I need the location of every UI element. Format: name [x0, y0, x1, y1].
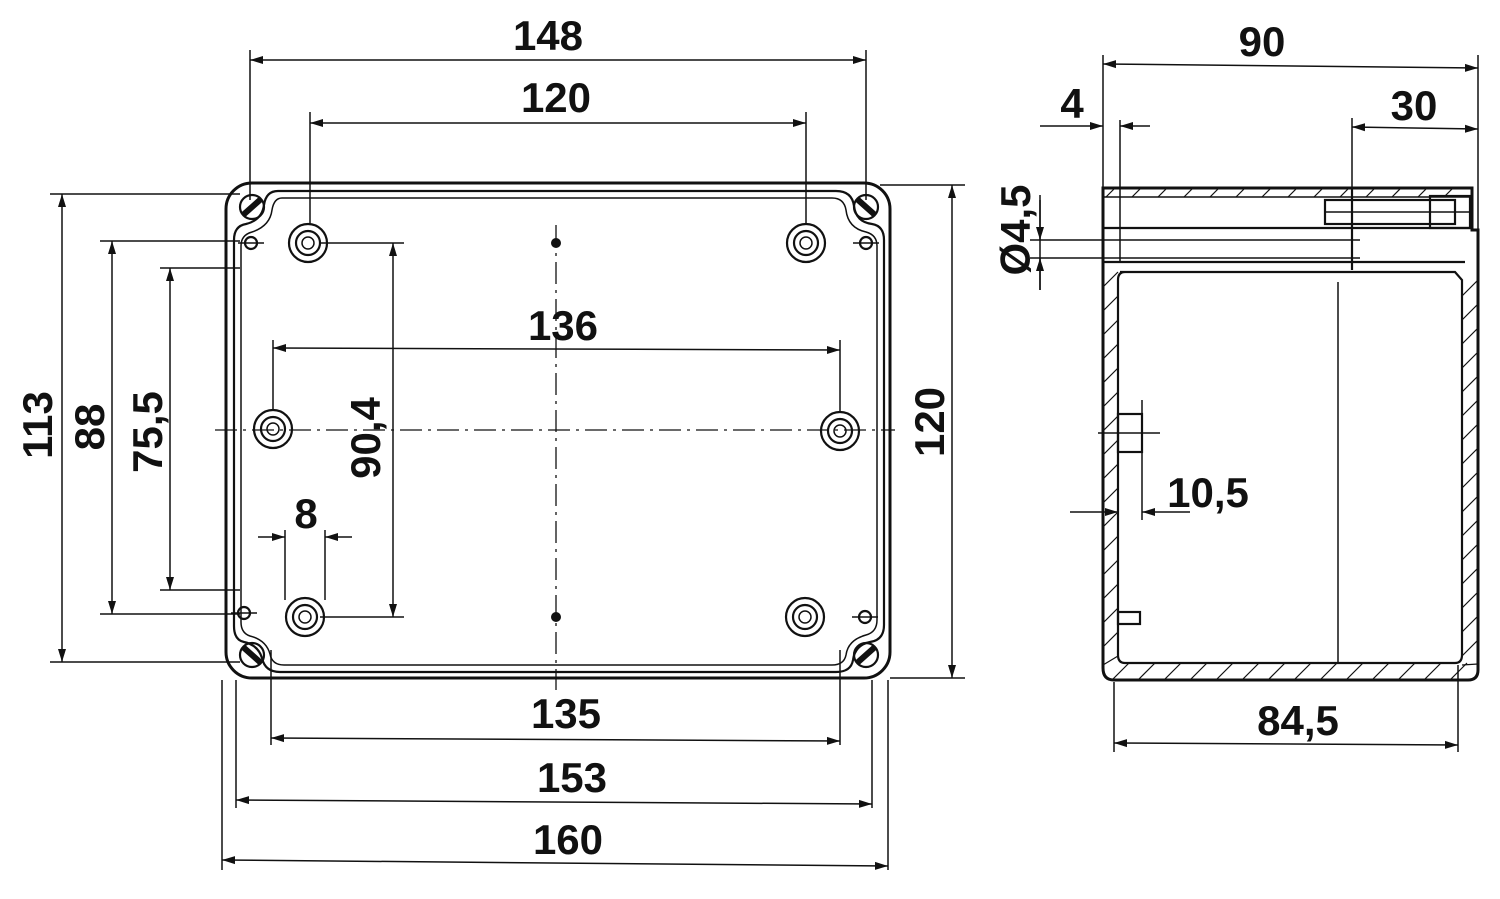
hatch-line — [1102, 511, 1119, 528]
mount-hole-br — [852, 609, 878, 625]
dim-135: 135 — [531, 690, 601, 737]
hatch-line — [1102, 607, 1119, 624]
hatch-line — [1102, 319, 1119, 336]
hatch-line — [1137, 662, 1156, 681]
dim-113: 113 — [14, 391, 61, 459]
hatch-line — [1267, 662, 1286, 681]
hatch-right-wall — [1461, 279, 1479, 666]
hatch-line — [1102, 439, 1119, 456]
hatch-line — [1461, 471, 1479, 489]
hatch-line — [1102, 535, 1119, 552]
hatch-line — [1461, 327, 1479, 345]
boss-top-left — [287, 222, 329, 264]
side-outer-outline — [1101, 186, 1480, 682]
hatch-left-wall — [1102, 271, 1119, 666]
hatch-line — [1461, 543, 1479, 561]
hatch-line — [1293, 662, 1312, 681]
gasket-groove-inner — [240, 197, 878, 666]
corner-screw-tl — [238, 193, 266, 221]
dim-dia-4-5: Ø4,5 — [992, 184, 1039, 275]
dim-8: 8 — [294, 490, 317, 537]
side-inner-cavity — [1116, 270, 1464, 665]
hatch-bottom-wall — [1111, 662, 1468, 681]
dim-84-5: 84,5 — [1257, 697, 1339, 744]
side-view: 90 4 30 Ø4,5 10,5 84,5 — [992, 18, 1480, 752]
dim-10-5: 10,5 — [1167, 469, 1249, 516]
hatch-line — [1345, 662, 1364, 681]
hatch-line — [1102, 583, 1119, 600]
hatch-line — [1461, 639, 1479, 657]
hatch-line — [1102, 271, 1119, 288]
gasket-groove — [232, 189, 886, 674]
dim-120-right: 120 — [906, 387, 953, 457]
dim-90-4: 90,4 — [342, 396, 389, 478]
dim-75-5: 75,5 — [124, 391, 171, 473]
front-view: 148 120 136 135 153 160 8 113 88 75,5 90… — [14, 12, 965, 870]
dim-160: 160 — [533, 816, 603, 863]
hatch-line — [1461, 279, 1479, 297]
lid-screw — [1323, 194, 1472, 230]
hatch-line — [1111, 662, 1130, 681]
boss-mid-left — [252, 408, 294, 450]
dimension-lines-side — [1036, 60, 1479, 749]
hatch-line — [1102, 367, 1119, 384]
boss-top-right — [785, 222, 827, 264]
hatch-line — [1461, 375, 1479, 393]
hatch-line — [1102, 463, 1119, 480]
hatch-line — [1461, 567, 1479, 585]
hatch-line — [1461, 519, 1479, 537]
hatch-line — [1461, 447, 1479, 465]
hatch-line — [1371, 662, 1390, 681]
hatch-line — [1423, 662, 1442, 681]
boss-bottom-left — [284, 596, 326, 638]
hatch-line — [1461, 303, 1479, 321]
hatch-line — [1102, 415, 1119, 432]
boss-mid-right — [819, 410, 861, 452]
corner-screw-br — [852, 641, 880, 669]
boss-bottom-right — [784, 596, 826, 638]
hatch-line — [1461, 663, 1479, 666]
hatch-line — [1102, 559, 1119, 576]
hatch-line — [1461, 591, 1479, 609]
hatch-line — [1461, 399, 1479, 417]
dim-88: 88 — [66, 404, 113, 451]
dim-120-top: 120 — [521, 74, 591, 121]
hatch-line — [1102, 295, 1119, 312]
hatch-line — [1163, 662, 1182, 681]
hatch-line — [1397, 662, 1416, 681]
dim-30: 30 — [1391, 82, 1438, 129]
hatch-line — [1102, 343, 1119, 360]
mount-hole-tr — [853, 235, 879, 251]
hatch-line — [1102, 487, 1119, 504]
hatch-line — [1241, 662, 1260, 681]
dim-153: 153 — [537, 754, 607, 801]
extension-lines-front — [50, 50, 965, 870]
hatch-line — [1461, 423, 1479, 441]
mount-hole-tl — [238, 235, 264, 251]
hatch-line — [1102, 631, 1119, 648]
corner-screw-bl — [238, 641, 266, 669]
hatch-line — [1461, 615, 1479, 633]
mount-hole-bl — [231, 605, 257, 621]
dim-148: 148 — [513, 12, 583, 59]
extension-lines-side — [1102, 55, 1479, 752]
dim-4: 4 — [1060, 80, 1084, 127]
side-notch — [1116, 610, 1142, 626]
hatch-line — [1461, 495, 1479, 513]
hatch-line — [1461, 351, 1479, 369]
dim-136: 136 — [528, 302, 598, 349]
hatch-line — [1102, 655, 1119, 666]
dimension-lines-front — [58, 56, 956, 870]
hatch-line — [1102, 391, 1119, 408]
dim-90: 90 — [1239, 18, 1286, 65]
hatch-line — [1319, 662, 1338, 681]
hatch-line — [1215, 662, 1234, 681]
hatch-line — [1189, 662, 1208, 681]
